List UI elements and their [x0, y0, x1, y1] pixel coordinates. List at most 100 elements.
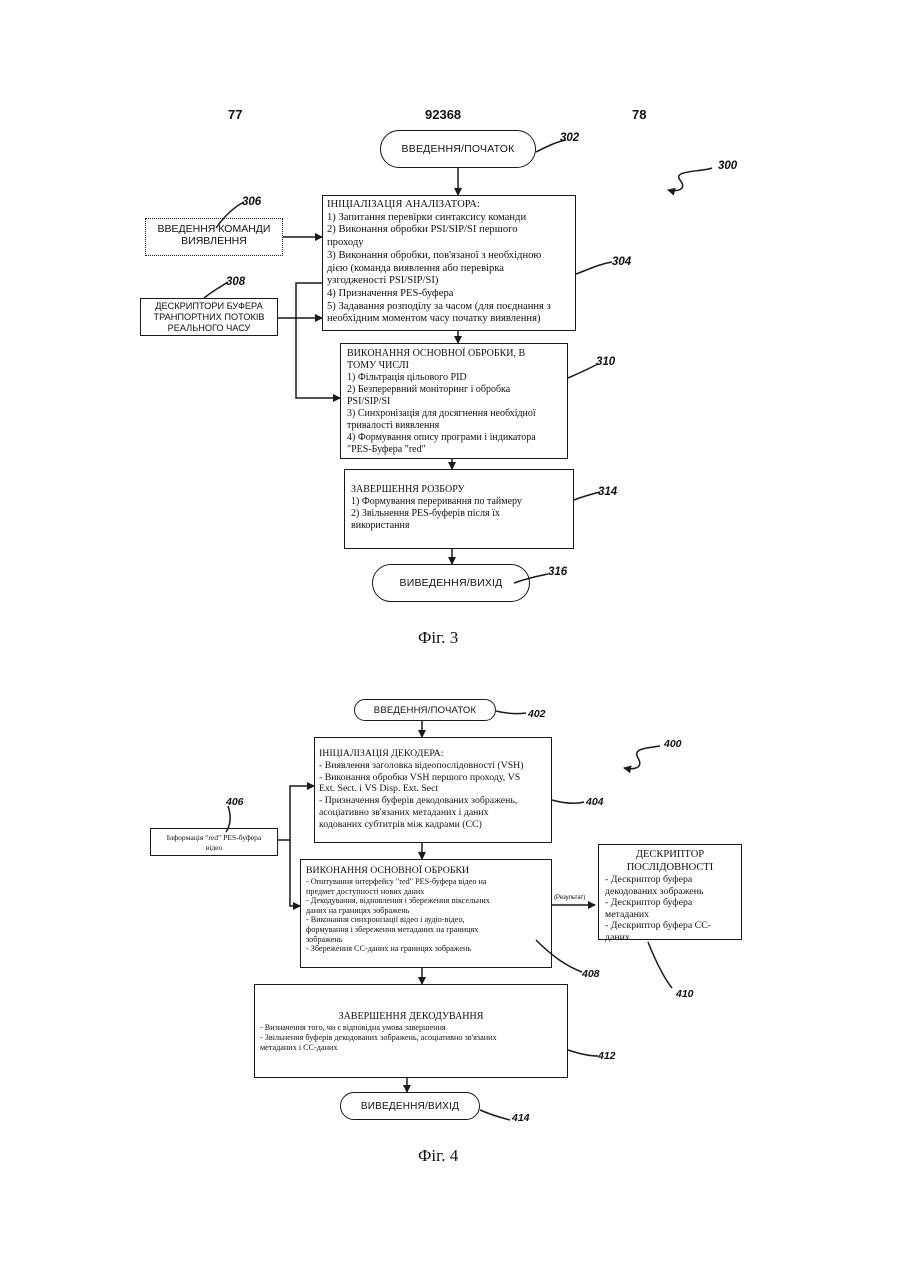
fig4-ref-408: 408: [582, 968, 600, 980]
sequence-descriptor-item: даних: [605, 932, 735, 944]
fig3-init-analyzer-box: ІНІЦІАЛІЗАЦІЯ АНАЛІЗАТОРА: 1) Запитання …: [322, 195, 576, 331]
fig3-ref-316: 316: [548, 566, 567, 578]
cmd-input-line: ВИЯВЛЕННЯ: [146, 235, 282, 247]
fig3-descriptors-box: ДЕСКРИПТОРИ БУФЕРА ТРАНПОРТНИХ ПОТОКІВ Р…: [140, 298, 278, 336]
finish-parsing-step: 2) Звільнення PES-буферів після їх: [351, 508, 567, 520]
fig4-caption: Фіг. 4: [418, 1146, 458, 1166]
fig4-ref-410: 410: [676, 988, 694, 1000]
leader-310: [568, 364, 598, 378]
init-analyzer-step: 3) Виконання обробки, пов'язаної з необх…: [327, 250, 571, 263]
video-buffer-info-line: відео: [151, 843, 277, 853]
main-processing-step: 3) Синхронізація для досягнення необхідн…: [347, 408, 561, 420]
fig4-main-processing-step: - Виконання синхронізації відео і аудіо-…: [306, 915, 546, 925]
fig4-video-buffer-info-box: Інформація "red" PES-буфера відео: [150, 828, 278, 856]
init-decoder-step: - Виконання обробки VSH першого проходу,…: [319, 772, 547, 784]
finish-decoding-step: - Визначення того, чи є відповідна умова…: [260, 1023, 562, 1033]
fig3-ref-306: 306: [242, 196, 261, 208]
fig3-ref-304: 304: [612, 256, 631, 268]
fig3-end-terminal: ВИВЕДЕННЯ/ВИХІД: [372, 564, 530, 602]
init-analyzer-step: 2) Виконання обробки PSI/SIP/SI першого: [327, 224, 571, 237]
fig4-main-processing-step: даних на границях зображень: [306, 906, 546, 916]
init-decoder-title: ІНІЦІАЛІЗАЦІЯ ДЕКОДЕРА:: [319, 748, 547, 760]
fig3-end-label: ВИВЕДЕННЯ/ВИХІД: [400, 577, 503, 589]
fig4-finish-decoding-box: ЗАВЕРШЕННЯ ДЕКОДУВАННЯ - Визначення того…: [254, 984, 568, 1078]
sequence-descriptor-title-2: ПОСЛІДОВНОСТІ: [605, 862, 735, 875]
leader-402: [496, 711, 526, 714]
fig4-ref-406: 406: [226, 796, 244, 808]
sequence-descriptor-item: - Дескриптор буфера СС-: [605, 920, 735, 932]
fig4-main-processing-box: ВИКОНАННЯ ОСНОВНОЇ ОБРОБКИ - Опитування …: [300, 859, 552, 968]
fig4-start-label: ВВЕДЕННЯ/ПОЧАТОК: [374, 705, 476, 716]
main-processing-step: 1) Фільтрація цільового PID: [347, 372, 561, 384]
leader-404: [552, 800, 584, 803]
process-squiggle-400: [624, 746, 660, 769]
fig4-ref-404: 404: [586, 796, 604, 808]
init-decoder-step: асоціативно зв'язаних метаданих і даних: [319, 807, 547, 819]
finish-decoding-step: - Звільнення буферів декодованих зображе…: [260, 1033, 562, 1043]
main-processing-title-2: ТОМУ ЧИСЛІ: [347, 360, 561, 372]
branch-308-up: [296, 283, 322, 318]
fig3-ref-310: 310: [596, 356, 615, 368]
main-processing-step: тривалості виявлення: [347, 420, 561, 432]
fig4-main-processing-title: ВИКОНАННЯ ОСНОВНОЇ ОБРОБКИ: [306, 865, 546, 877]
video-buffer-info-line: Інформація "red" PES-буфера: [151, 833, 277, 843]
descriptors-line: РЕАЛЬНОГО ЧАСУ: [141, 323, 277, 334]
finish-parsing-step: 1) Формування переривання по таймеру: [351, 496, 567, 508]
fig4-main-processing-step: - Збереження СС-даних на границях зображ…: [306, 944, 546, 954]
init-decoder-step: Ext. Sect. і VS Disp. Ext. Sect: [319, 783, 547, 795]
fig3-ref-308: 308: [226, 276, 245, 288]
fig3-start-label: ВВЕДЕННЯ/ПОЧАТОК: [402, 143, 515, 155]
init-analyzer-title: ІНІЦІАЛІЗАЦІЯ АНАЛІЗАТОРА:: [327, 199, 571, 212]
leader-410: [648, 942, 672, 988]
fig3-command-input-box: ВВЕДЕННЯ КОМАНДИ ВИЯВЛЕННЯ: [145, 218, 283, 256]
fig4-start-terminal: ВВЕДЕННЯ/ПОЧАТОК: [354, 699, 496, 721]
init-analyzer-step: 1) Запитання перевірки синтаксису команд…: [327, 212, 571, 225]
descriptors-line: ТРАНПОРТНИХ ПОТОКІВ: [141, 312, 277, 323]
init-analyzer-step: узгодженості PSI/SIP/SI): [327, 275, 571, 288]
init-analyzer-step: 4) Призначення PES-буфера: [327, 288, 571, 301]
finish-parsing-title: ЗАВЕРШЕННЯ РОЗБОРУ: [351, 484, 567, 496]
init-analyzer-step: дією (команда виявлення або перевірка: [327, 263, 571, 276]
fig3-start-terminal: ВВЕДЕННЯ/ПОЧАТОК: [380, 130, 536, 168]
init-decoder-step: - Виявлення заголовка відеопослідовності…: [319, 760, 547, 772]
fig3-caption: Фіг. 3: [418, 628, 458, 648]
finish-decoding-title: ЗАВЕРШЕННЯ ДЕКОДУВАННЯ: [260, 1011, 562, 1023]
main-processing-step: "PES-Буфера "red": [347, 444, 561, 456]
fig4-ref-412: 412: [598, 1050, 616, 1062]
finish-decoding-step: метаданих і СС-даних: [260, 1043, 562, 1053]
leader-308: [204, 282, 228, 298]
fig4-main-processing-step: - Опитування інтерфейсу "red" PES-буфера…: [306, 877, 546, 887]
fig4-end-label: ВИВЕДЕННЯ/ВИХІД: [361, 1101, 459, 1112]
leader-304: [576, 262, 612, 274]
main-processing-step: PSI/SIP/SI: [347, 396, 561, 408]
main-processing-step: 2) Безперервний моніторинг і обробка: [347, 384, 561, 396]
fig3-ref-300: 300: [718, 160, 737, 172]
descriptors-line: ДЕСКРИПТОРИ БУФЕРА: [141, 301, 277, 312]
arrow-406-408: [290, 840, 300, 906]
fig4-ref-400: 400: [664, 738, 682, 750]
finish-parsing-step: використання: [351, 520, 567, 532]
fig4-main-processing-step: предмет доступності нових даних: [306, 887, 546, 897]
cmd-input-line: ВВЕДЕННЯ КОМАНДИ: [146, 223, 282, 235]
leader-414: [480, 1110, 510, 1120]
init-decoder-step: - Призначення буферів декодованих зображ…: [319, 795, 547, 807]
leader-314: [574, 492, 600, 500]
fig4-ref-402: 402: [528, 708, 546, 720]
sequence-descriptor-item: - Дескриптор буфера: [605, 874, 735, 886]
fig4-sequence-descriptor-box: ДЕСКРИПТОР ПОСЛІДОВНОСТІ - Дескриптор бу…: [598, 844, 742, 940]
init-analyzer-step: необхідним моментом часу початку виявлен…: [327, 313, 571, 326]
fig3-ref-302: 302: [560, 132, 579, 144]
leader-412: [568, 1050, 598, 1056]
fig4-main-processing-step: формування і збереження метаданих на гра…: [306, 925, 546, 935]
main-processing-title: ВИКОНАННЯ ОСНОВНОЇ ОБРОБКИ, В: [347, 348, 561, 360]
fig4-init-decoder-box: ІНІЦІАЛІЗАЦІЯ ДЕКОДЕРА: - Виявлення заго…: [314, 737, 552, 843]
sequence-descriptor-item: метаданих: [605, 909, 735, 921]
sequence-descriptor-title: ДЕСКРИПТОР: [605, 849, 735, 862]
fig4-main-processing-step: зображень: [306, 935, 546, 945]
sequence-descriptor-item: - Дескриптор буфера: [605, 897, 735, 909]
fig4-main-processing-step: - Декодування, відновлення і збереження …: [306, 896, 546, 906]
process-squiggle-300: [668, 168, 712, 191]
fig4-end-terminal: ВИВЕДЕННЯ/ВИХІД: [340, 1092, 480, 1120]
fig4-ref-414: 414: [512, 1112, 530, 1124]
init-analyzer-step: проходу: [327, 237, 571, 250]
